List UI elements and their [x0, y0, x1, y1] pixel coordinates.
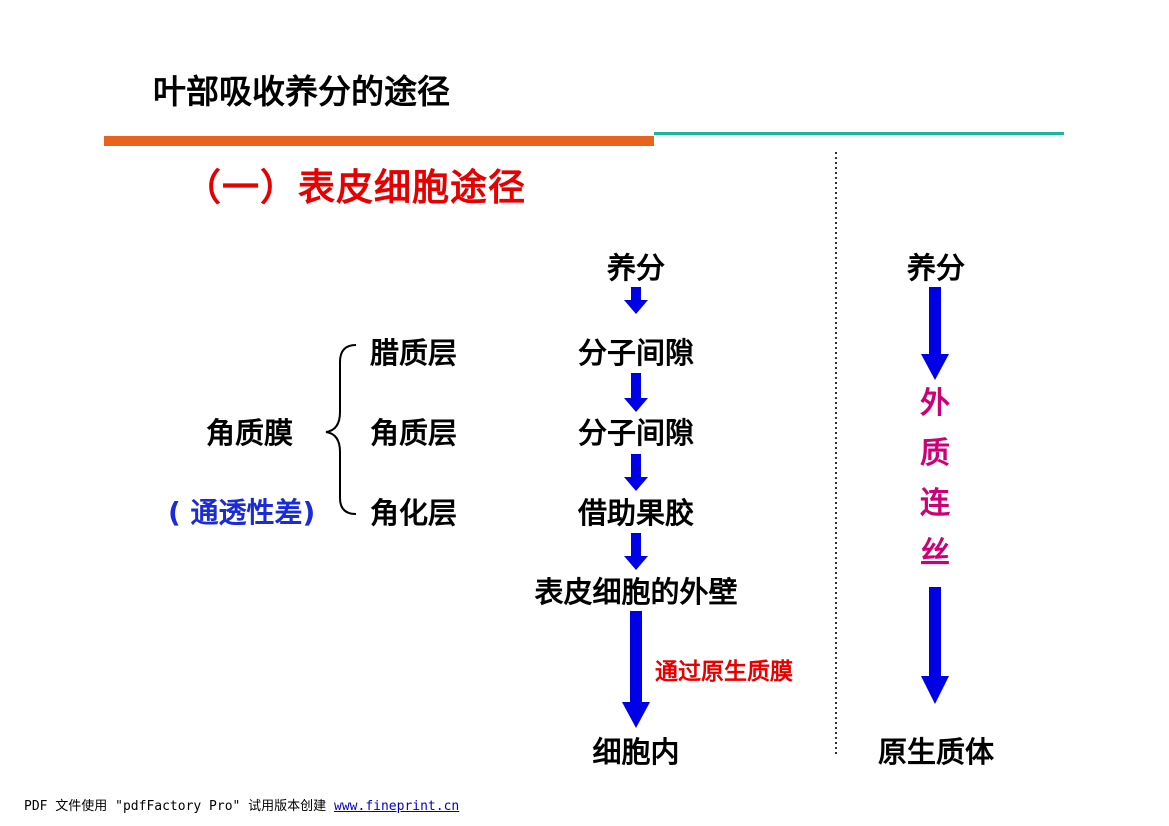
arrow-down-5 [622, 611, 650, 728]
path1-step-pectin: 借助果胶 [577, 496, 695, 530]
ectodesmata-char-3: 连 [920, 486, 950, 521]
ectodesmata-char-2: 质 [920, 436, 950, 471]
arrow-down-right-1 [921, 287, 949, 380]
arrow-down-4 [624, 533, 648, 570]
path2-step-nutrient: 养分 [906, 251, 966, 285]
path2-arrows [921, 287, 949, 704]
path1-step-intermolecular-1: 分子间隙 [577, 336, 695, 370]
ectodesmata-char-4: 丝 [920, 536, 950, 571]
layer-cutinized: 角化层 [370, 496, 458, 530]
arrow-down-3 [624, 454, 648, 491]
curly-brace [325, 344, 357, 515]
path2-step-protoplast: 原生质体 [877, 735, 995, 769]
path1-arrows [622, 287, 650, 728]
path1-step-nutrient: 养分 [606, 251, 666, 285]
layer-cutin: 角质层 [370, 416, 458, 450]
path1-step-intracellular: 细胞内 [592, 735, 680, 769]
arrow-down-right-2 [921, 587, 949, 704]
cuticle-label: 角质膜 [206, 416, 294, 450]
arrow-down-2 [624, 373, 648, 412]
section-subtitle: （一）表皮细胞途径 [184, 165, 526, 209]
plasma-membrane-note: 通过原生质膜 [655, 658, 793, 685]
footer-link[interactable]: www.fineprint.cn [334, 799, 460, 814]
permeability-note: ( 通透性差) [168, 496, 316, 529]
ectodesmata-char-1: 外 [920, 386, 950, 421]
footer-text: PDF 文件使用 "pdfFactory Pro" 试用版本创建 [24, 799, 327, 814]
page-title: 叶部吸收养分的途径 [153, 72, 450, 111]
arrow-down-1 [624, 287, 648, 314]
layer-wax: 腊质层 [370, 336, 458, 370]
header-bar-teal [654, 132, 1064, 135]
footer: PDF 文件使用 "pdfFactory Pro" 试用版本创建 www.fin… [24, 795, 459, 814]
path1-step-outer-wall: 表皮细胞的外壁 [534, 575, 738, 609]
path1-step-intermolecular-2: 分子间隙 [577, 416, 695, 450]
header-bar-orange [104, 136, 654, 146]
